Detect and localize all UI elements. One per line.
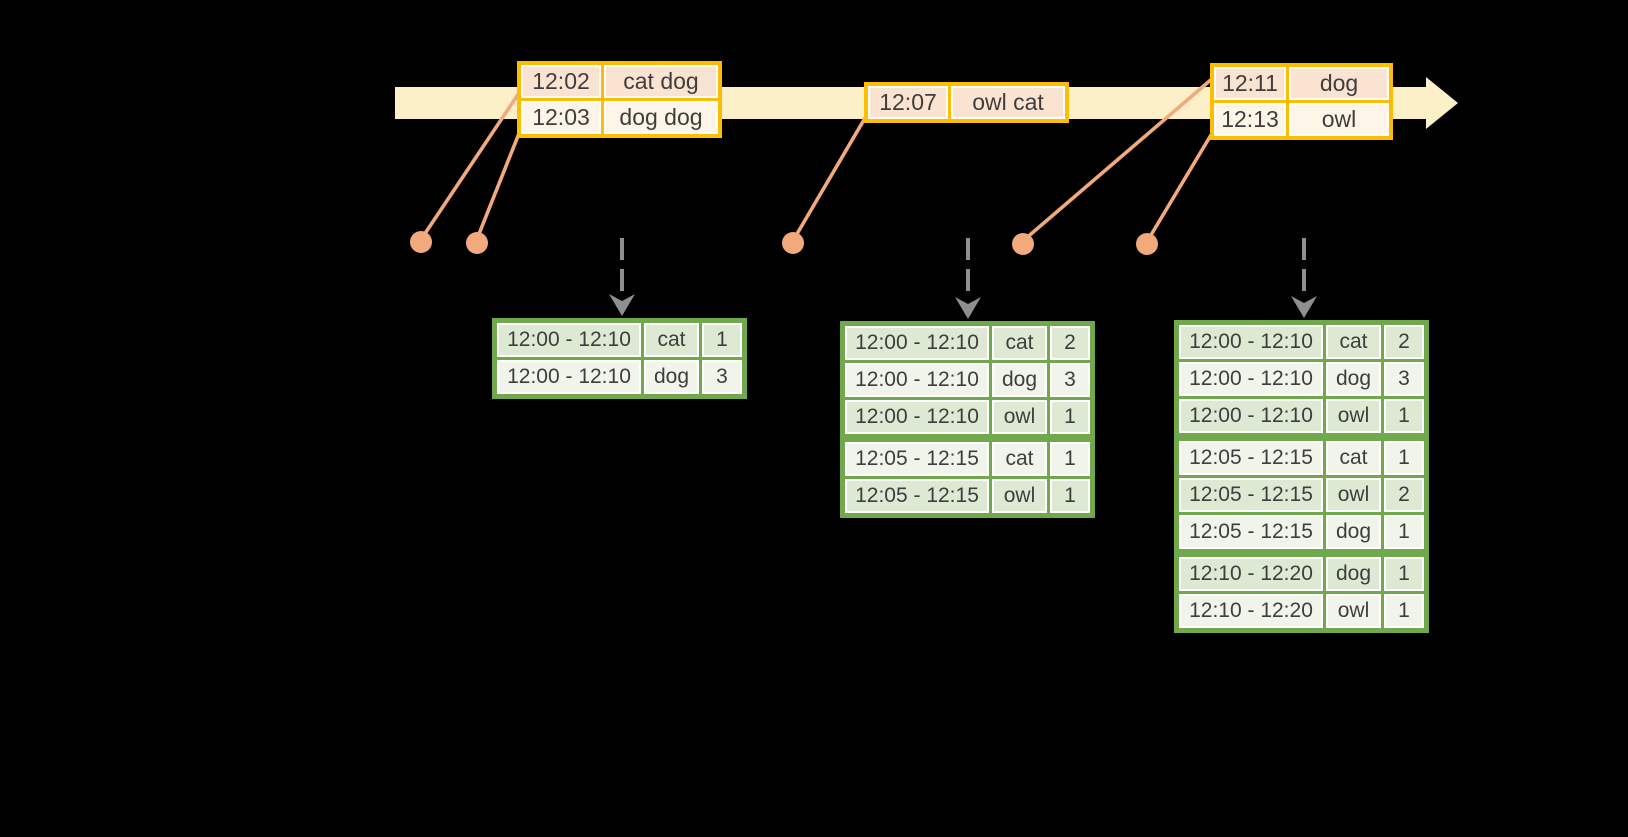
word-cell: dog — [1323, 359, 1384, 399]
result-row: 12:00 - 12:10 cat 1 — [493, 319, 746, 360]
trigger-arrowheads — [609, 294, 1317, 319]
event-dot — [410, 231, 432, 253]
count-cell: 1 — [1381, 512, 1428, 555]
result-row: 12:05 - 12:15 owl 2 — [1175, 475, 1428, 515]
count-cell: 1 — [1381, 591, 1428, 632]
count-cell: 1 — [1047, 397, 1094, 440]
event-time-cell: 12:03 — [517, 98, 604, 138]
event-connector-line — [792, 111, 870, 241]
event-table-2: 12:07 owl cat — [864, 82, 1069, 123]
word-cell: dog — [1323, 549, 1384, 594]
event-connector-line — [1022, 76, 1215, 242]
event-row: 12:02 cat dog — [517, 61, 722, 101]
window-cell: 12:05 - 12:15 — [1175, 475, 1326, 515]
event-words-cell: dog — [1286, 63, 1393, 103]
window-cell: 12:00 - 12:10 — [1175, 359, 1326, 399]
window-cell: 12:00 - 12:10 — [841, 322, 992, 363]
event-time-cell: 12:07 — [864, 82, 951, 123]
event-words-cell: owl cat — [948, 82, 1069, 123]
word-cell: cat — [1323, 321, 1384, 362]
result-row: 12:00 - 12:10 dog 3 — [493, 357, 746, 398]
result-row: 12:10 - 12:20 owl 1 — [1175, 591, 1428, 632]
arrow-down-icon — [955, 297, 981, 319]
event-dots — [410, 231, 1158, 255]
count-cell: 1 — [1381, 549, 1428, 594]
arrow-down-icon — [1291, 296, 1317, 318]
result-table-2: 12:00 - 12:10 cat 2 12:00 - 12:10 dog 3 … — [840, 321, 1095, 518]
window-cell: 12:10 - 12:20 — [1175, 549, 1326, 594]
result-row: 12:10 - 12:20 dog 1 — [1175, 549, 1428, 594]
count-cell: 3 — [1381, 359, 1428, 399]
window-cell: 12:05 - 12:15 — [841, 434, 992, 479]
result-row: 12:00 - 12:10 owl 1 — [841, 397, 1094, 440]
word-cell: dog — [1323, 512, 1384, 555]
window-cell: 12:10 - 12:20 — [1175, 591, 1326, 632]
result-row: 12:05 - 12:15 cat 1 — [1175, 433, 1428, 478]
count-cell: 2 — [1381, 321, 1428, 362]
event-dot — [782, 232, 804, 254]
event-dot — [466, 232, 488, 254]
window-cell: 12:00 - 12:10 — [493, 357, 644, 398]
result-row: 12:00 - 12:10 dog 3 — [841, 360, 1094, 400]
timeline-arrowhead-icon — [1426, 77, 1458, 129]
count-cell: 1 — [1047, 434, 1094, 479]
event-words-cell: dog dog — [601, 98, 722, 138]
result-row: 12:00 - 12:10 owl 1 — [1175, 396, 1428, 439]
word-cell: owl — [1323, 591, 1384, 632]
word-cell: cat — [641, 319, 702, 360]
word-cell: owl — [989, 476, 1050, 517]
count-cell: 1 — [699, 319, 746, 360]
count-cell: 2 — [1381, 475, 1428, 515]
count-cell: 1 — [1381, 433, 1428, 478]
event-words-cell: owl — [1286, 100, 1393, 140]
result-table-1: 12:00 - 12:10 cat 1 12:00 - 12:10 dog 3 — [492, 318, 747, 399]
count-cell: 1 — [1047, 476, 1094, 517]
trigger-arrows — [620, 238, 1306, 300]
event-row: 12:07 owl cat — [864, 82, 1069, 123]
count-cell: 2 — [1047, 322, 1094, 363]
count-cell: 3 — [699, 357, 746, 398]
result-row: 12:00 - 12:10 dog 3 — [1175, 359, 1428, 399]
window-cell: 12:00 - 12:10 — [841, 397, 992, 440]
word-cell: cat — [1323, 433, 1384, 478]
event-row: 12:03 dog dog — [517, 98, 722, 138]
result-row: 12:05 - 12:15 dog 1 — [1175, 512, 1428, 555]
window-cell: 12:00 - 12:10 — [1175, 321, 1326, 362]
event-time-cell: 12:13 — [1210, 100, 1289, 140]
count-cell: 3 — [1047, 360, 1094, 400]
word-cell: dog — [989, 360, 1050, 400]
window-cell: 12:05 - 12:15 — [1175, 512, 1326, 555]
event-words-cell: cat dog — [601, 61, 722, 101]
window-cell: 12:00 - 12:10 — [841, 360, 992, 400]
result-row: 12:00 - 12:10 cat 2 — [1175, 321, 1428, 362]
event-time-cell: 12:11 — [1210, 63, 1289, 103]
event-row: 12:11 dog — [1210, 63, 1393, 103]
event-dot — [1012, 233, 1034, 255]
word-cell: cat — [989, 322, 1050, 363]
word-cell: dog — [641, 357, 702, 398]
result-row: 12:05 - 12:15 cat 1 — [841, 434, 1094, 479]
word-cell: owl — [1323, 396, 1384, 439]
event-table-1: 12:02 cat dog 12:03 dog dog — [517, 61, 722, 138]
window-cell: 12:05 - 12:15 — [841, 476, 992, 517]
event-connector-line — [1146, 128, 1216, 242]
count-cell: 1 — [1381, 396, 1428, 439]
window-cell: 12:00 - 12:10 — [1175, 396, 1326, 439]
event-time-cell: 12:02 — [517, 61, 604, 101]
window-cell: 12:05 - 12:15 — [1175, 433, 1326, 478]
event-connector-line — [475, 124, 524, 241]
result-row: 12:05 - 12:15 owl 1 — [841, 476, 1094, 517]
event-row: 12:13 owl — [1210, 100, 1393, 140]
arrow-down-icon — [609, 294, 635, 316]
word-cell: owl — [989, 397, 1050, 440]
result-row: 12:00 - 12:10 cat 2 — [841, 322, 1094, 363]
event-connector-line — [420, 85, 525, 240]
event-connector-lines — [420, 76, 1216, 242]
event-dot — [1136, 233, 1158, 255]
word-cell: owl — [1323, 475, 1384, 515]
word-cell: cat — [989, 434, 1050, 479]
event-table-3: 12:11 dog 12:13 owl — [1210, 63, 1393, 140]
window-cell: 12:00 - 12:10 — [493, 319, 644, 360]
result-table-3: 12:00 - 12:10 cat 2 12:00 - 12:10 dog 3 … — [1174, 320, 1429, 633]
